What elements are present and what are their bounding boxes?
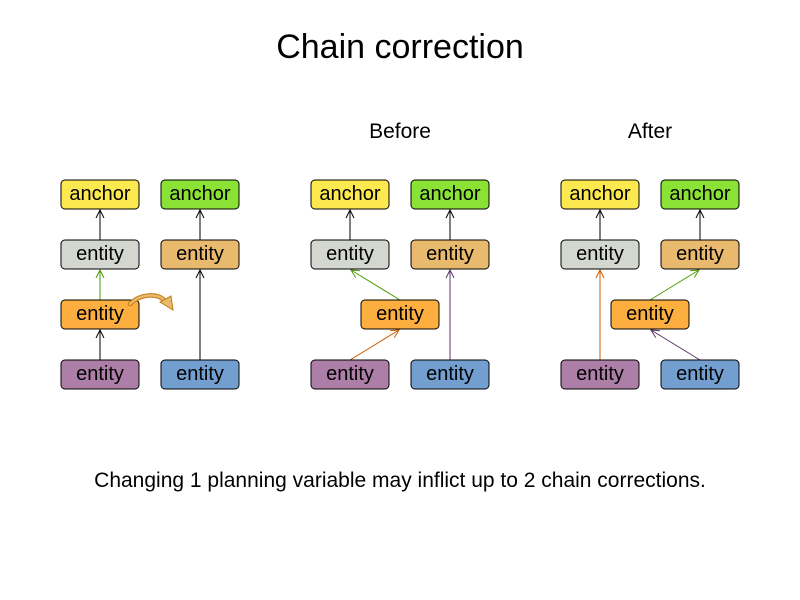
anchor-node: anchor	[410, 179, 490, 210]
edge-blue-to-orange	[651, 330, 701, 361]
node-label: anchor	[169, 183, 230, 205]
entity-node: entity	[60, 239, 140, 270]
anchor-node: anchor	[60, 179, 140, 210]
edge-purple-to-orange	[349, 330, 399, 361]
node-label: entity	[676, 363, 724, 385]
entity-node: entity	[610, 299, 690, 330]
entity-node: entity	[560, 359, 640, 390]
node-label: anchor	[69, 183, 130, 205]
entity-node: entity	[60, 359, 140, 390]
entity-node: entity	[660, 359, 740, 390]
node-label: entity	[76, 303, 124, 325]
anchor-node: anchor	[160, 179, 240, 210]
entity-node: entity	[60, 299, 140, 330]
entity-node: entity	[410, 359, 490, 390]
node-label: anchor	[569, 183, 630, 205]
entity-node: entity	[560, 239, 640, 270]
panel-after: anchor anchor entity entity entity entit…	[560, 179, 740, 390]
node-label: entity	[676, 243, 724, 265]
node-label: entity	[326, 243, 374, 265]
edge-orange-to-gray	[351, 270, 401, 301]
node-label: entity	[76, 363, 124, 385]
entity-node: entity	[160, 359, 240, 390]
node-label: entity	[76, 243, 124, 265]
anchor-node: anchor	[660, 179, 740, 210]
entity-node: entity	[310, 239, 390, 270]
node-label: entity	[576, 363, 624, 385]
entity-node: entity	[360, 299, 440, 330]
entity-node: entity	[660, 239, 740, 270]
node-label: anchor	[669, 183, 730, 205]
node-label: entity	[426, 243, 474, 265]
panel-initial: anchor anchor entity entity entity entit…	[60, 179, 240, 390]
after-panel-label: After	[627, 120, 673, 143]
node-label: entity	[176, 243, 224, 265]
node-label: entity	[576, 243, 624, 265]
caption: Changing 1 planning variable may inflict…	[94, 469, 706, 492]
node-label: entity	[176, 363, 224, 385]
node-label: anchor	[419, 183, 480, 205]
node-label: anchor	[319, 183, 380, 205]
before-panel-label: Before	[369, 120, 431, 143]
anchor-node: anchor	[560, 179, 640, 210]
node-label: entity	[626, 303, 674, 325]
page-title: Chain correction	[276, 28, 524, 66]
entity-node: entity	[310, 359, 390, 390]
move-arrow-icon	[127, 293, 174, 311]
node-label: entity	[326, 363, 374, 385]
edge-orange-to-tan	[649, 270, 699, 301]
node-label: entity	[376, 303, 424, 325]
entity-node: entity	[410, 239, 490, 270]
panel-before: anchor anchor entity entity entity entit…	[310, 179, 490, 390]
node-label: entity	[426, 363, 474, 385]
entity-node: entity	[160, 239, 240, 270]
anchor-node: anchor	[310, 179, 390, 210]
